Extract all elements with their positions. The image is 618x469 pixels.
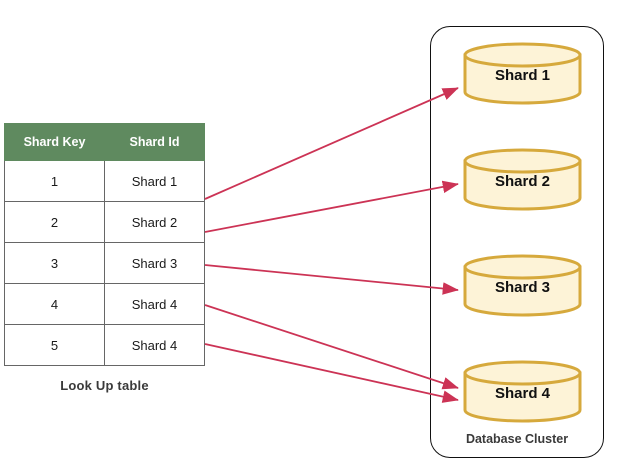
cell-shard-key: 5 bbox=[4, 324, 105, 366]
arrow-1-to-shard-1 bbox=[204, 87, 459, 200]
shard-cylinder[interactable]: Shard 1 bbox=[462, 42, 583, 105]
shard-cylinder[interactable]: Shard 4 bbox=[462, 360, 583, 423]
cell-shard-id: Shard 3 bbox=[104, 242, 205, 284]
column-header-shard-id: Shard Id bbox=[104, 123, 205, 161]
shard-cylinder[interactable]: Shard 2 bbox=[462, 148, 583, 211]
shard-cylinder[interactable]: Shard 3 bbox=[462, 254, 583, 317]
cell-shard-id: Shard 4 bbox=[104, 324, 205, 366]
cylinder-shape-icon bbox=[463, 148, 582, 211]
database-cluster-box bbox=[430, 26, 604, 458]
cell-shard-key: 2 bbox=[4, 201, 105, 243]
database-cluster-label: Database Cluster bbox=[465, 432, 569, 446]
table-header-row: Shard Key Shard Id bbox=[4, 123, 205, 161]
cell-shard-key: 1 bbox=[4, 160, 105, 202]
arrow-3-to-shard-3 bbox=[204, 264, 459, 295]
column-header-shard-key: Shard Key bbox=[4, 123, 105, 161]
cylinder-shape-icon bbox=[463, 360, 582, 423]
cell-shard-id: Shard 4 bbox=[104, 283, 205, 325]
cell-shard-key: 3 bbox=[4, 242, 105, 284]
arrow-5-to-shard-4 bbox=[204, 343, 459, 403]
cell-shard-id: Shard 2 bbox=[104, 201, 205, 243]
cell-shard-key: 4 bbox=[4, 283, 105, 325]
lookup-table-caption: Look Up table bbox=[60, 378, 149, 393]
cylinder-shape-icon bbox=[463, 254, 582, 317]
arrow-2-to-shard-2 bbox=[204, 180, 459, 233]
cylinder-shape-icon bbox=[463, 42, 582, 105]
cell-shard-id: Shard 1 bbox=[104, 160, 205, 202]
arrow-4-to-shard-4 bbox=[204, 304, 459, 390]
